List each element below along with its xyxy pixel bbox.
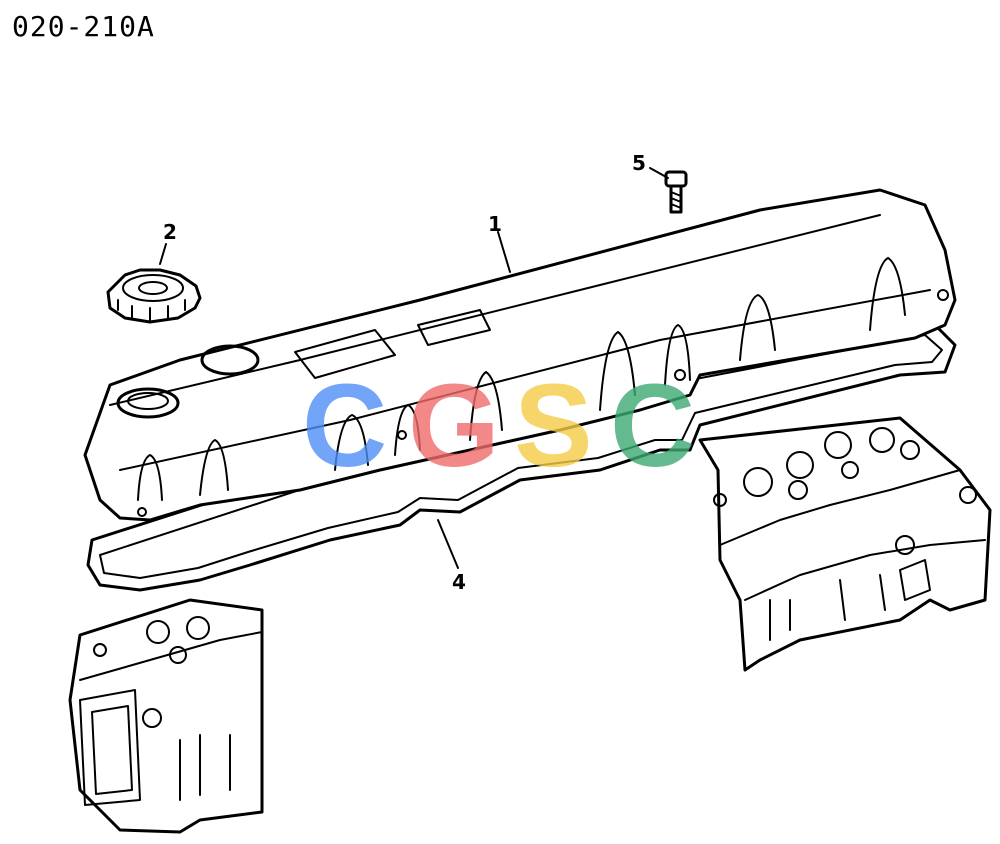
watermark-letter-s: S [514, 360, 593, 492]
watermark-letter-c2: C [610, 360, 695, 492]
oil-filler-cap [106, 268, 202, 324]
callout-2: 2 [163, 220, 177, 244]
callout-1: 1 [488, 212, 502, 236]
cgsc-watermark: C G S C [302, 360, 695, 492]
callout-5: 5 [632, 151, 646, 175]
callout-4: 4 [452, 570, 466, 594]
leader-line-5 [649, 167, 669, 179]
leader-line-1 [497, 231, 511, 273]
cover-bolt [664, 170, 688, 214]
leader-line-4 [437, 519, 459, 569]
cylinder-head-right [698, 416, 992, 672]
leader-line-2 [159, 243, 167, 265]
diagram-reference-number: 020-210A [12, 10, 155, 43]
watermark-letter-c1: C [302, 360, 387, 492]
cylinder-head-left [68, 598, 264, 834]
rocker-cover [83, 188, 957, 522]
rocker-cover-gasket [86, 318, 957, 592]
watermark-letter-g: G [408, 360, 500, 492]
